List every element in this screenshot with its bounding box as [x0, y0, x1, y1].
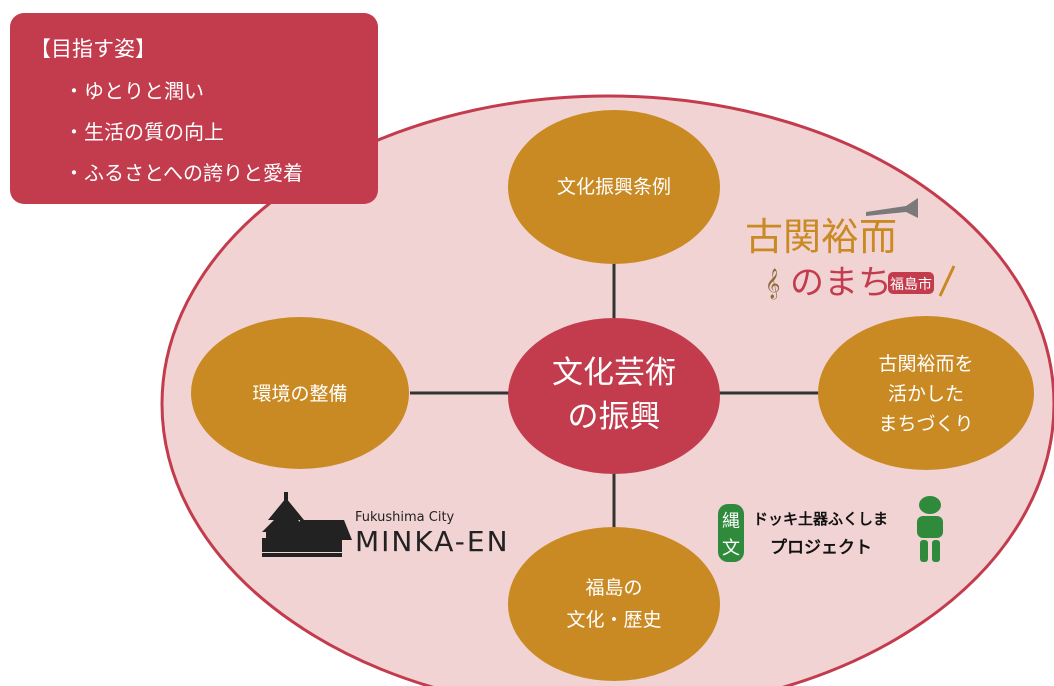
minkaen-logo-main: MINKA-EN: [355, 525, 510, 558]
goal-box: 【目指す姿】 ・ゆとりと潤い ・生活の質の向上 ・ふるさとへの誇りと愛着: [10, 13, 378, 204]
label-line: 文化芸術: [552, 355, 676, 391]
goal-item: ・ふるさとへの誇りと愛着: [64, 161, 303, 185]
dokki-badge: [718, 504, 744, 562]
label-line: まちづくり: [878, 413, 973, 435]
koseki-logo-badge: [888, 272, 934, 294]
baton-icon: [938, 265, 956, 297]
node-left: 環境の整備: [191, 317, 409, 469]
dokki-line2: プロジェクト: [770, 537, 872, 558]
goal-item: ・ゆとりと潤い: [64, 79, 204, 103]
node-left-label: 環境の整備: [252, 383, 347, 405]
minkaen-logo-sub: Fukushima City: [355, 510, 455, 525]
label-line: 活かした: [888, 383, 964, 405]
node-top-label: 文化振興条例: [557, 176, 671, 198]
label-line: 文化振興条例: [557, 176, 671, 198]
node-right: 古関裕而を活かしたまちづくり: [818, 316, 1034, 470]
goal-list: ・ゆとりと潤い ・生活の質の向上 ・ふるさとへの誇りと愛着: [64, 71, 303, 194]
dokki-line1: ドッキ土器ふくしま: [753, 510, 888, 528]
dokki-badge-bottom: 文: [722, 538, 740, 559]
center-label: 文化芸術の振興: [552, 355, 676, 435]
node-right-label: 古関裕而を活かしたまちづくり: [878, 353, 973, 435]
trumpet-icon: [866, 198, 918, 218]
label-line: の振興: [568, 399, 661, 435]
koseki-logo-main: 古関裕而: [745, 215, 897, 259]
dokki-logo: 縄 文 ドッキ土器ふくしま プロジェクト: [718, 496, 943, 562]
koseki-logo-sub: のまち: [790, 263, 892, 303]
clay-figure-icon: [917, 496, 943, 562]
goal-item: ・生活の質の向上: [64, 120, 224, 144]
minkaen-logo: Fukushima City MINKA-EN: [262, 492, 510, 558]
goal-title: 【目指す姿】: [30, 37, 156, 61]
farmhouse-icon: [262, 492, 352, 557]
label-line: 古関裕而を: [878, 353, 973, 375]
node-top: 文化振興条例: [508, 110, 720, 264]
label-line: 福島の: [585, 577, 642, 599]
dokki-badge-top: 縄: [722, 511, 740, 532]
node-center: 文化芸術の振興: [508, 318, 720, 474]
label-line: 環境の整備: [252, 383, 347, 405]
node-bottom: 福島の文化・歴史: [508, 527, 720, 681]
label-line: 文化・歴史: [566, 609, 661, 631]
node-bottom-label: 福島の文化・歴史: [566, 577, 661, 631]
koseki-logo-badge-text: 福島市: [890, 276, 932, 293]
koseki-logo: 古関裕而 𝄞 のまち 福島市: [745, 198, 956, 303]
treble-clef-icon: 𝄞: [765, 268, 780, 300]
